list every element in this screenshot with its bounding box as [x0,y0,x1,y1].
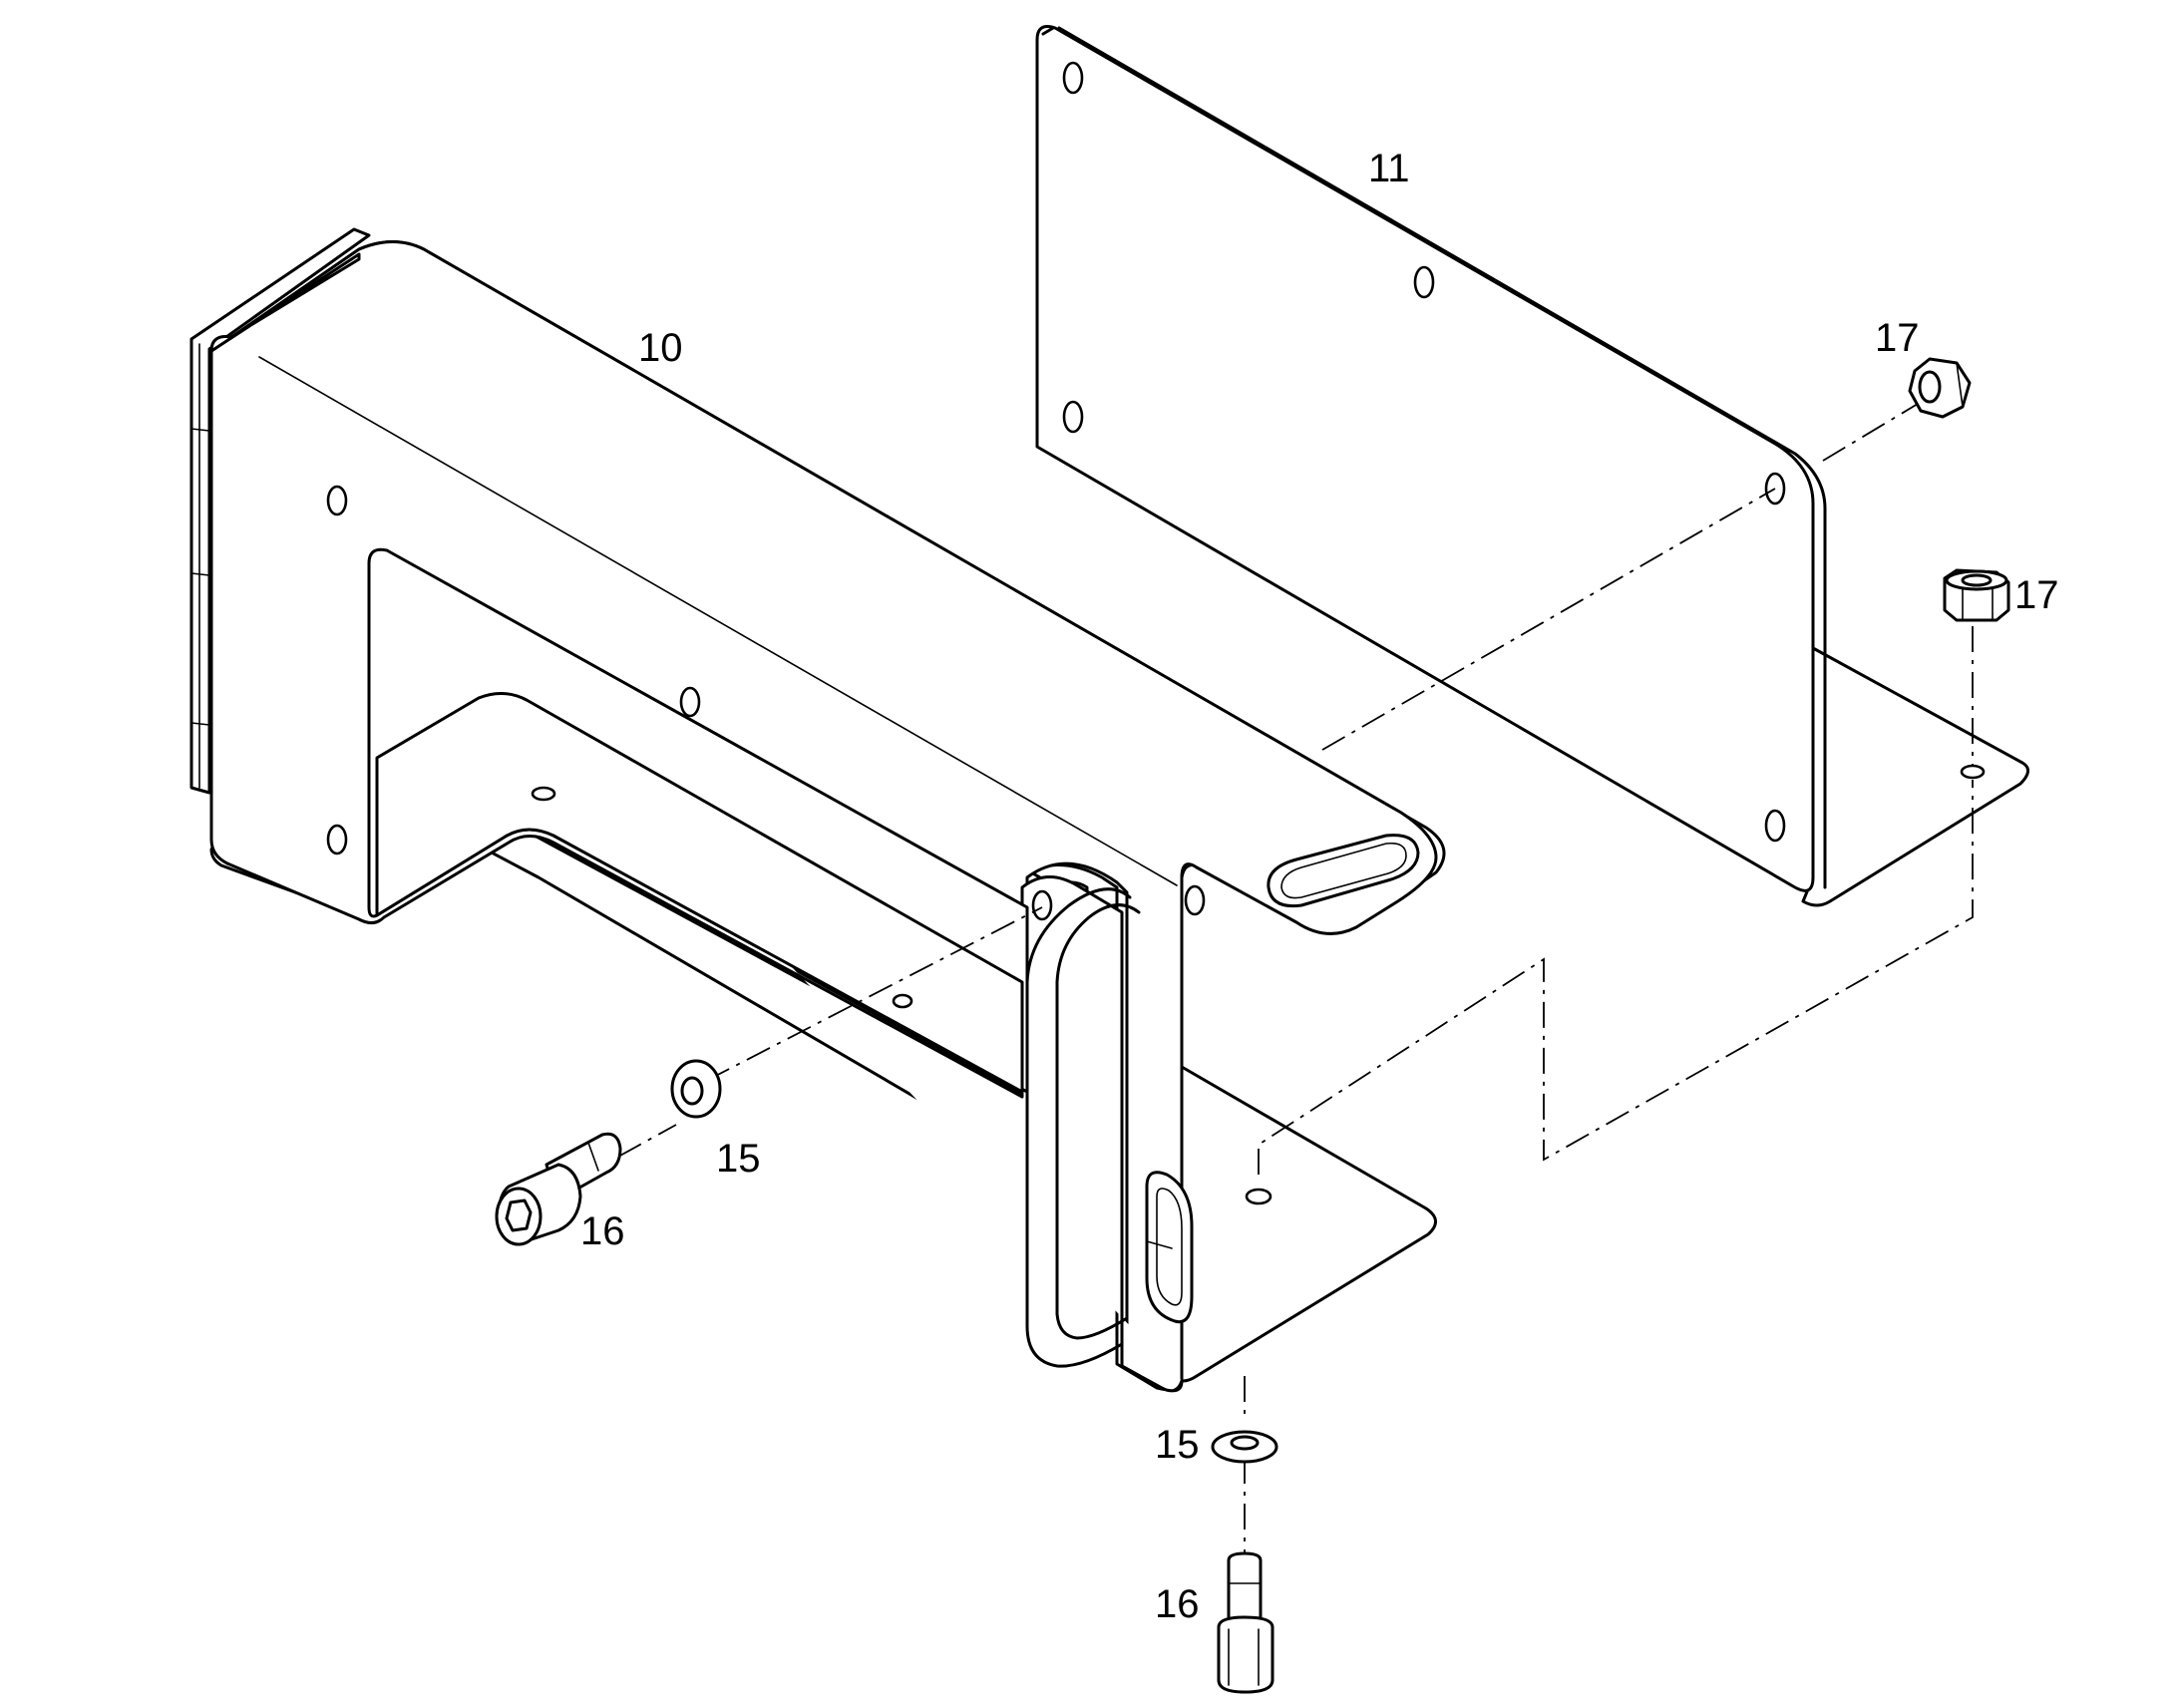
callout-labels: 10 11 15 15 16 16 17 17 [580,147,2059,1626]
centerline-screw-to-washer [617,1124,677,1158]
callout-16-b: 16 [1155,1582,1200,1626]
plate-face [1035,25,1815,892]
centerline-nut-to-plate [1822,394,1934,462]
plate-hole [1764,809,1786,843]
slot-inner [1280,842,1407,899]
part-17-nut-b [1943,568,2010,622]
screw-head [1217,1615,1274,1694]
plate-hole [1413,265,1435,299]
nut-bore [1918,370,1942,404]
bracket-handle-inner [1055,903,1141,1340]
washer-inner [1230,1435,1260,1451]
bracket-hole [326,485,348,516]
part-16-screw-a [495,1132,622,1246]
bracket-hole [892,993,913,1009]
plate-thickness-edge [1057,26,1827,889]
callout-15-b: 15 [1155,1423,1200,1467]
hinge-strip [189,227,371,795]
callout-11: 11 [1368,147,1410,190]
foot-hole [1245,1188,1272,1205]
screw-shank [1227,1551,1263,1629]
bracket-left-panel [209,252,1184,1393]
assembly-centerlines [617,394,1974,1555]
nut-flat-edge [1956,362,1964,408]
callout-15-a: 15 [716,1137,761,1181]
bracket-hole [531,786,556,802]
centerline-offset-route [1258,780,1974,1175]
bracket-hole [679,686,701,718]
side-loop-inner [1156,1188,1183,1306]
callout-17-b: 17 [2014,573,2059,617]
part-17-nut-a [1908,357,1972,419]
plate-foot-hole [1960,764,1986,780]
hinge-joint [190,722,210,726]
bracket-top-slot [1267,834,1420,908]
centerline-washer-to-bracket [705,906,1043,1082]
plate-top-edge [1041,26,1055,36]
bracket-foot [1170,1065,1437,1383]
part-10-bracket [189,227,1446,1393]
plate-hole [1062,400,1084,434]
bracket-handle [1025,887,1132,1368]
plate-hole [1062,61,1084,95]
hinge-joint [190,428,210,432]
callout-17-a: 17 [1875,316,1920,360]
centerline-plate-to-bracket [1321,488,1776,751]
nut-bore [1961,573,1993,587]
part-16-screw-b [1217,1551,1274,1694]
screw-hex-socket [505,1198,533,1232]
bracket-hole [326,824,348,855]
part-11-angle-plate [1035,25,2029,907]
washer-inner [680,1076,704,1106]
screw-head-face [495,1187,543,1246]
part-15-washer-b [1211,1430,1278,1464]
bracket-hole [1184,884,1206,916]
screw-thread-line [587,1142,599,1172]
callout-16-a: 16 [580,1209,625,1253]
plate-foot [1801,646,2029,907]
callout-10: 10 [638,326,683,370]
bracket-hole [1031,889,1053,921]
side-loop-break [1146,1240,1173,1249]
part-15-washer-a [670,1059,722,1119]
hinge-joint [190,572,210,576]
bracket-crease [258,356,1178,886]
